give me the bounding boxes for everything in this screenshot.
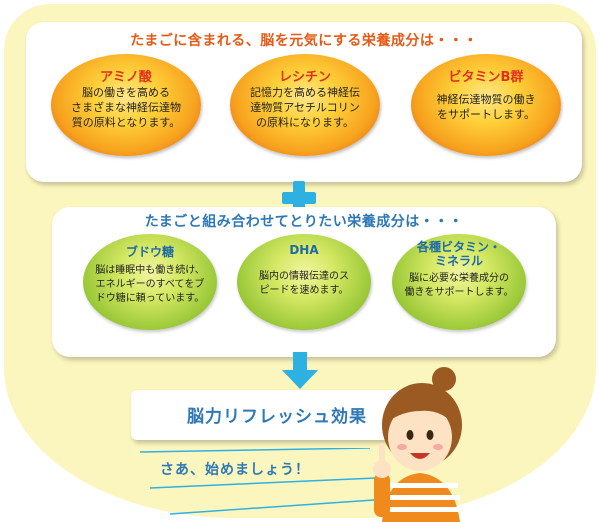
nutrient-title: ブドウ糖 — [125, 245, 174, 259]
description-line: の原料になります。 — [256, 116, 354, 129]
combine-nutrients-panel: たまごと組み合わせてとりたい栄養成分は・・・ ブドウ糖 脳は睡眠中も働き続け、 … — [52, 207, 556, 357]
nutrients-in-egg-panel: たまごに含まれる、脳を元気にする栄養成分は・・・ アミノ酸 脳の働きを高める さ… — [26, 22, 582, 182]
nutrient-title: DHA — [289, 243, 319, 257]
result-bubble: 脳力リフレッシュ効果 — [131, 390, 423, 440]
nutrient-description: 脳内の情報伝達のス ピードを速めます。 — [237, 270, 371, 298]
speech-motion-lines — [140, 448, 377, 515]
description-line: ピードを速めます。 — [259, 285, 349, 296]
description-line: 脳に必要な栄養成分の — [409, 273, 509, 284]
title-line: ミネラル — [434, 254, 483, 268]
nutrient-description: 神経伝達物質の働き をサポートします。 — [411, 92, 561, 122]
nutrient-title: 各種ビタミン・ ミネラル — [392, 240, 526, 268]
nutrient-description: 脳の働きを高める さまざまな神経伝達物 質の原料となります。 — [51, 85, 201, 130]
nutrient-title: ビタミンB群 — [448, 70, 524, 85]
nutrient-description: 脳に必要な栄養成分の 働きをサポートします。 — [392, 272, 526, 300]
description-line: 達物質アセチルコリン — [250, 101, 360, 114]
nutrient-description: 記憶力を高める神経伝 達物質アセチルコリン の原料になります。 — [230, 85, 380, 130]
description-line: さまざまな神経伝達物 — [71, 101, 181, 114]
nutrient-circle-dha: DHA 脳内の情報伝達のス ピードを速めます。 — [237, 234, 371, 330]
nutrient-title: アミノ酸 — [100, 70, 152, 85]
description-line: 神経伝達物質の働き — [436, 93, 536, 106]
description-line: 脳内の情報伝達のス — [259, 271, 349, 282]
panel-title-combine-nutrients: たまごと組み合わせてとりたい栄養成分は・・・ — [144, 214, 464, 230]
nutrient-description: 脳は睡眠中も働き続け、 エネルギーのすべてをブ ドウ糖に頼っています。 — [83, 264, 217, 306]
result-label: 脳力リフレッシュ効果 — [187, 407, 367, 427]
title-line: 各種ビタミン・ — [416, 240, 501, 254]
plus-icon — [282, 181, 316, 215]
girl-illustration — [373, 367, 462, 522]
nutrient-circle-amino-acid: アミノ酸 脳の働きを高める さまざまな神経伝達物 質の原料となります。 — [51, 54, 201, 156]
speech-text: さあ、始めましょう！ — [160, 462, 310, 478]
nutrient-circle-vitamins-minerals: 各種ビタミン・ ミネラル 脳に必要な栄養成分の 働きをサポートします。 — [392, 234, 526, 330]
nutrient-title: レシチン — [278, 70, 331, 85]
panel-title-egg-nutrients: たまごに含まれる、脳を元気にする栄養成分は・・・ — [130, 33, 478, 49]
down-arrow-icon — [282, 352, 318, 389]
description-line: 脳は睡眠中も働き続け、 — [95, 265, 205, 276]
description-line: 脳の働きを高める — [82, 86, 170, 99]
nutrient-circle-vitamin-b: ビタミンB群 神経伝達物質の働き をサポートします。 — [411, 54, 561, 156]
description-line: をサポートします。 — [437, 108, 535, 121]
description-line: エネルギーのすべてをブ — [95, 279, 205, 290]
description-line: 質の原料となります。 — [71, 116, 181, 129]
description-line: ドウ糖に頼っています。 — [95, 293, 205, 304]
nutrient-circle-glucose: ブドウ糖 脳は睡眠中も働き続け、 エネルギーのすべてをブ ドウ糖に頼っています。 — [83, 234, 217, 330]
description-line: 記憶力を高める神経伝 — [250, 86, 360, 99]
nutrient-circle-lecithin: レシチン 記憶力を高める神経伝 達物質アセチルコリン の原料になります。 — [230, 54, 380, 156]
description-line: 働きをサポートします。 — [404, 287, 514, 298]
